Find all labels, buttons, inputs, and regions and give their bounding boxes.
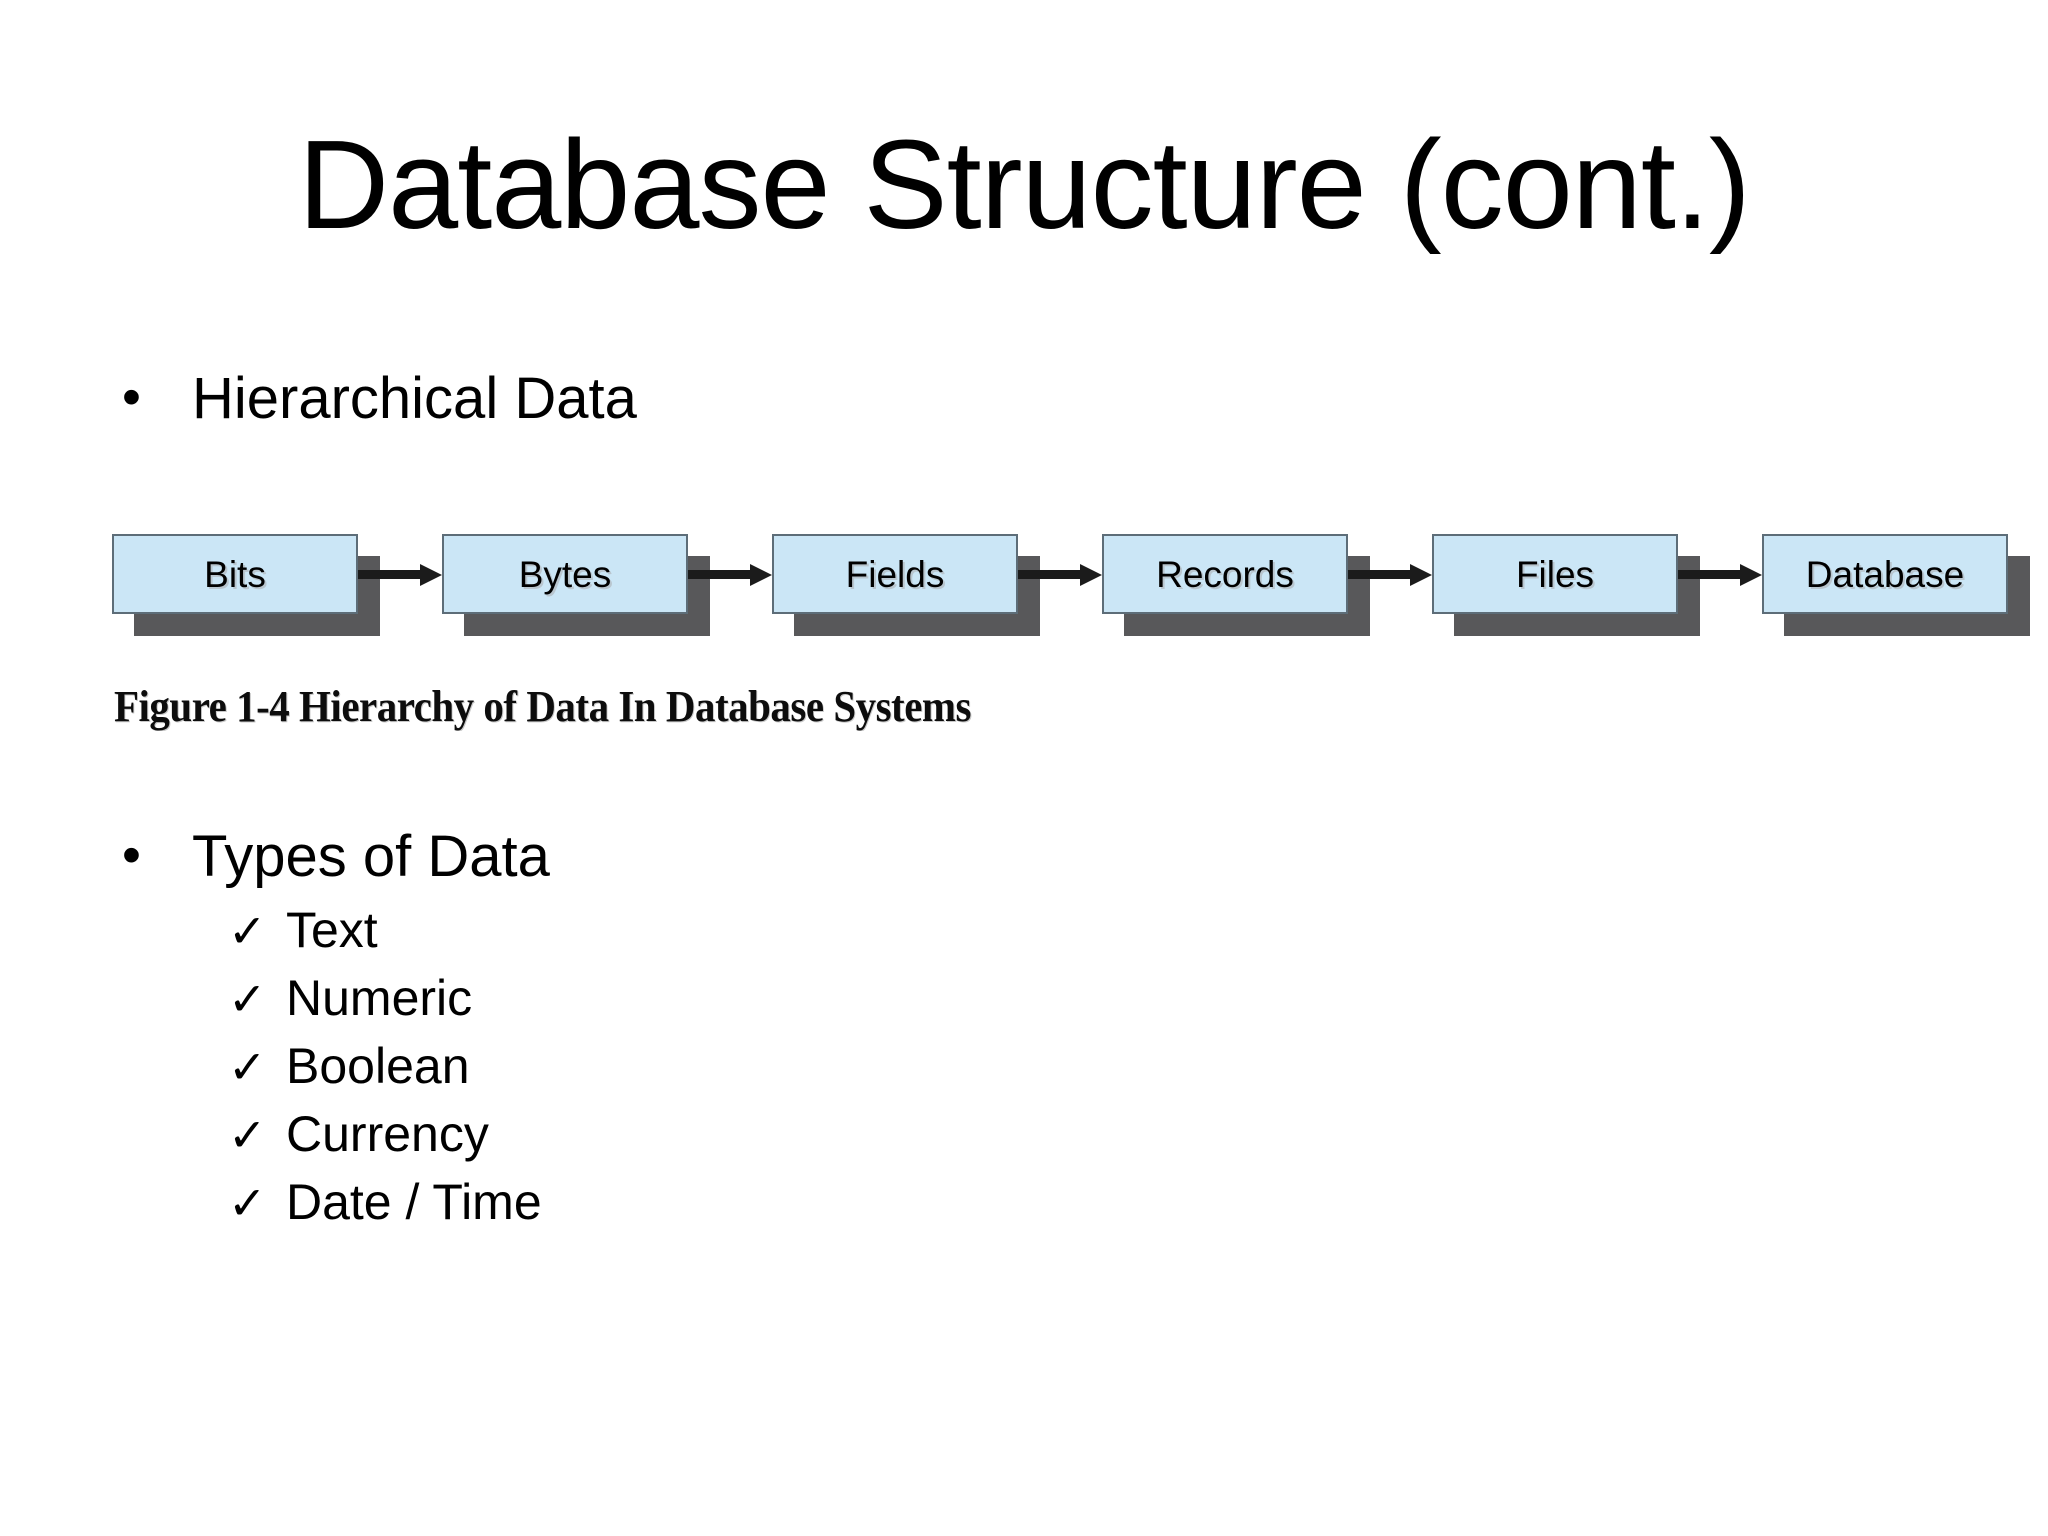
- bullet-dot-icon: •: [122, 825, 141, 885]
- list-item-label: Text: [286, 902, 378, 958]
- node-label: Records: [1156, 553, 1294, 595]
- bullet-dot-icon: •: [122, 367, 141, 427]
- node-face: Bits: [112, 534, 358, 614]
- diagram-chain: Bits Bytes Fields: [112, 528, 2032, 668]
- list-item: ✓ Text: [228, 896, 1128, 964]
- node-label: Bits: [204, 553, 266, 595]
- bullet-hierarchical-data: • Hierarchical Data: [122, 370, 637, 428]
- check-icon: ✓: [228, 905, 267, 957]
- list-item: ✓ Currency: [228, 1100, 1128, 1168]
- arrow-shaft: [1678, 570, 1742, 579]
- arrow-head-icon: [420, 564, 442, 586]
- bullet-types-of-data: • Types of Data: [122, 828, 550, 886]
- data-types-list: ✓ Text ✓ Numeric ✓ Boolean ✓ Currency ✓ …: [228, 896, 1128, 1236]
- diagram-node-bits: Bits: [112, 534, 380, 636]
- bullet-label: Types of Data: [192, 824, 550, 889]
- diagram-node-files: Files: [1432, 534, 1700, 636]
- list-item-label: Boolean: [286, 1038, 470, 1094]
- diagram-node-records: Records: [1102, 534, 1370, 636]
- node-face: Bytes: [442, 534, 688, 614]
- node-label: Files: [1515, 553, 1595, 595]
- check-icon: ✓: [228, 1109, 267, 1161]
- node-face: Records: [1102, 534, 1348, 614]
- diagram-node-bytes: Bytes: [442, 534, 710, 636]
- node-label: Bytes: [518, 553, 612, 595]
- arrow-shaft: [688, 570, 752, 579]
- list-item-label: Date / Time: [286, 1174, 542, 1230]
- arrow-files-to-database: [1678, 564, 1762, 586]
- arrow-bytes-to-fields: [688, 564, 772, 586]
- node-label: Database: [1805, 553, 1965, 595]
- arrow-records-to-files: [1348, 564, 1432, 586]
- diagram-node-database: Database: [1762, 534, 2030, 636]
- node-face: Database: [1762, 534, 2008, 614]
- diagram-node-fields: Fields: [772, 534, 1040, 636]
- node-label: Fields: [845, 553, 945, 595]
- node-face: Files: [1432, 534, 1678, 614]
- bullet-label: Hierarchical Data: [192, 366, 637, 431]
- list-item: ✓ Date / Time: [228, 1168, 1128, 1236]
- list-item: ✓ Numeric: [228, 964, 1128, 1032]
- list-item: ✓ Boolean: [228, 1032, 1128, 1100]
- arrow-shaft: [358, 570, 422, 579]
- node-face: Fields: [772, 534, 1018, 614]
- figure-hierarchy-of-data: Bits Bytes Fields: [0, 500, 2048, 760]
- arrow-head-icon: [1080, 564, 1102, 586]
- list-item-label: Numeric: [286, 970, 473, 1026]
- arrow-bits-to-bytes: [358, 564, 442, 586]
- arrow-fields-to-records: [1018, 564, 1102, 586]
- arrow-head-icon: [1740, 564, 1762, 586]
- page-title: Database Structure (cont.): [298, 114, 1751, 255]
- arrow-shaft: [1348, 570, 1412, 579]
- check-icon: ✓: [228, 1041, 267, 1093]
- check-icon: ✓: [228, 973, 267, 1025]
- figure-caption: Figure 1-4 Hierarchy of Data In Database…: [114, 682, 972, 731]
- arrow-shaft: [1018, 570, 1082, 579]
- arrow-head-icon: [750, 564, 772, 586]
- check-icon: ✓: [228, 1177, 267, 1229]
- list-item-label: Currency: [286, 1106, 489, 1162]
- arrow-head-icon: [1410, 564, 1432, 586]
